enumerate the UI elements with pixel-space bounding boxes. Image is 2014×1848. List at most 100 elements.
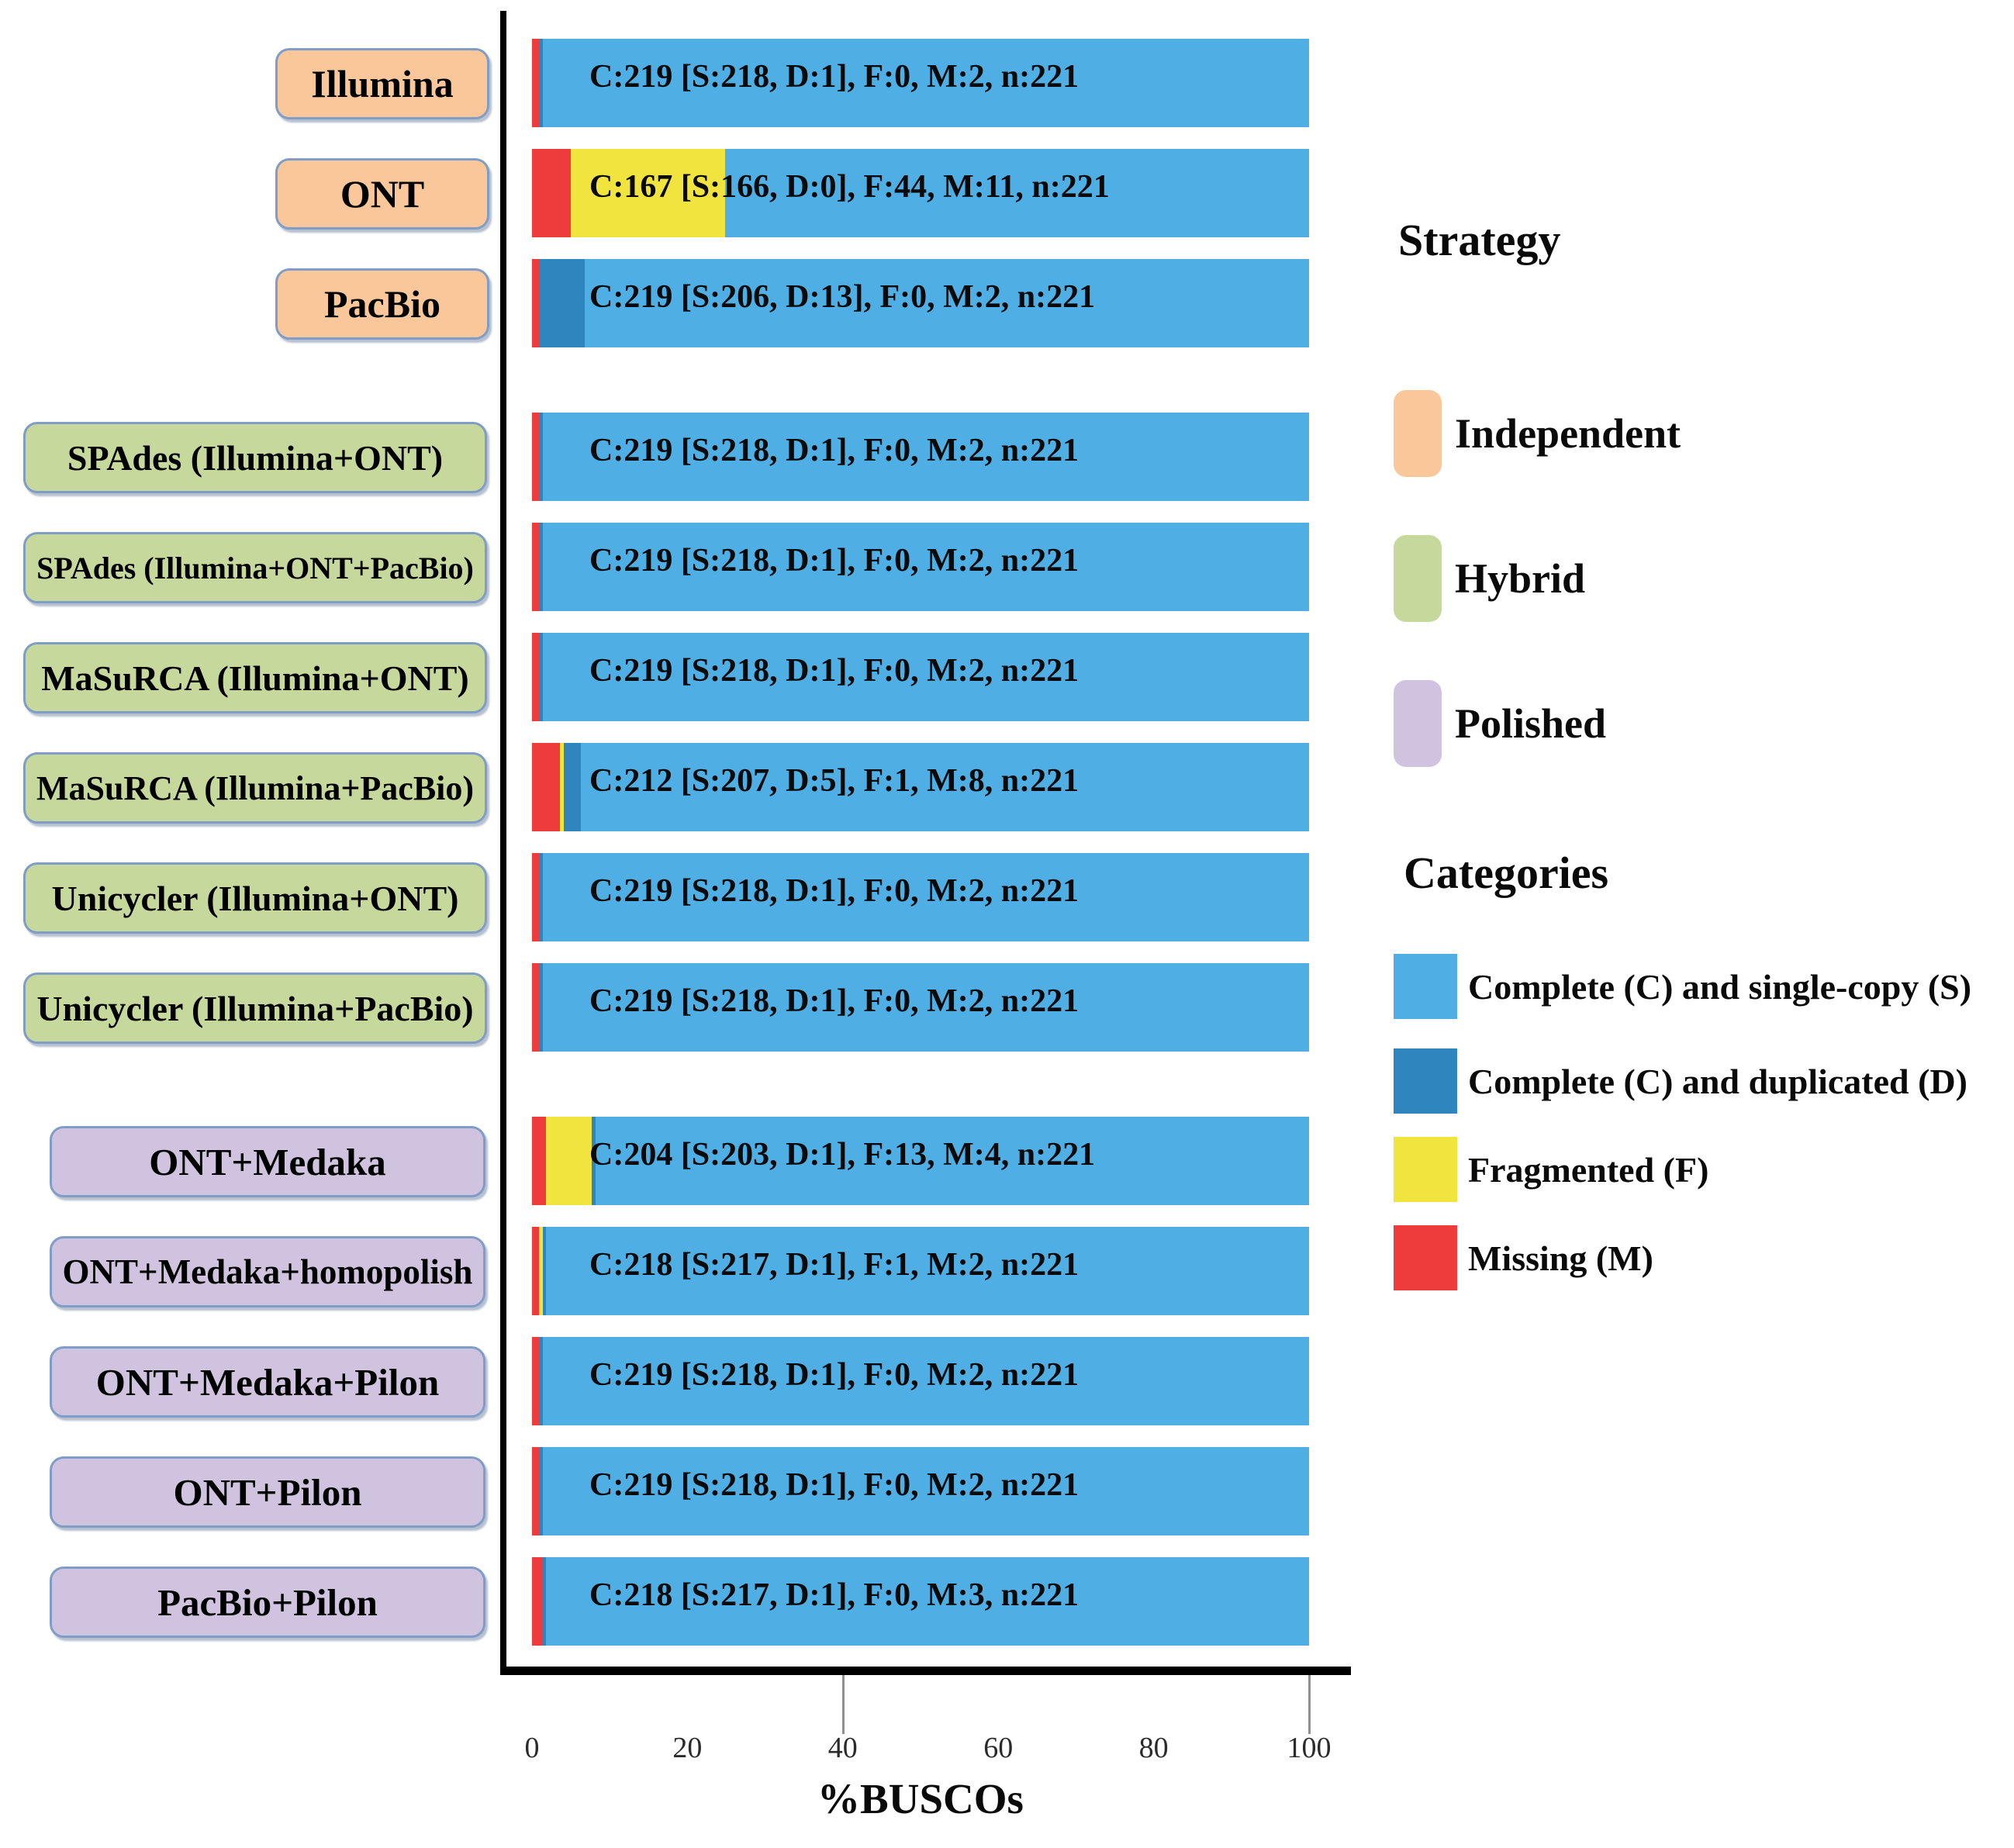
- segment-duplicated: [539, 963, 543, 1052]
- x-tick-label: 0: [524, 1732, 540, 1764]
- bar-annotation: C:219 [S:218, D:1], F:0, M:2, n:221: [589, 983, 1080, 1020]
- assembly-label-text: SPAdes (Illumina+ONT+PacBio): [36, 550, 474, 585]
- assembly-label-text: Unicycler (Illumina+PacBio): [36, 988, 474, 1028]
- bar-annotation: C:219 [S:218, D:1], F:0, M:2, n:221: [589, 433, 1080, 469]
- x-tick-label: 80: [1138, 1732, 1169, 1764]
- segment-missing: [532, 1557, 543, 1646]
- segment-fragmented: [570, 149, 726, 237]
- x-tick-mark: [1308, 1675, 1311, 1734]
- categories-legend-title: Categories: [1404, 848, 1609, 898]
- x-axis-title: %BUSCOs: [817, 1775, 1024, 1822]
- segment-missing: [532, 633, 540, 721]
- polished-swatch: [1394, 680, 1442, 767]
- segment-single_copy: [581, 743, 1309, 831]
- x-tick-label: 60: [983, 1732, 1014, 1764]
- bar-annotation: C:219 [S:218, D:1], F:0, M:2, n:221: [589, 59, 1080, 95]
- fragmented-legend-label: Fragmented (F): [1468, 1149, 1709, 1190]
- segment-missing: [532, 523, 540, 611]
- chart-row: MaSuRCA (Illumina+ONT) C:219 [S:218, D:1]…: [0, 633, 2014, 721]
- x-axis-line: [500, 1667, 1351, 1675]
- segment-single_copy: [542, 1447, 1309, 1535]
- busco-bar: C:219 [S:218, D:1], F:0, M:2, n:221: [532, 633, 1309, 721]
- single-copy-swatch: [1394, 954, 1457, 1019]
- segment-single_copy: [546, 1557, 1309, 1646]
- segment-single_copy: [585, 259, 1309, 347]
- busco-bar: C:167 [S:166, D:0], F:44, M:11, n:221: [532, 149, 1309, 237]
- segment-duplicated: [539, 259, 585, 347]
- assembly-label: MaSuRCA (Illumina+ONT): [23, 642, 487, 713]
- busco-bar: C:219 [S:218, D:1], F:0, M:2, n:221: [532, 1337, 1309, 1425]
- bar-annotation: C:219 [S:218, D:1], F:0, M:2, n:221: [589, 543, 1080, 579]
- bar-annotation: C:219 [S:218, D:1], F:0, M:2, n:221: [589, 1357, 1080, 1394]
- segment-fragmented: [539, 1227, 543, 1315]
- bar-annotation: C:167 [S:166, D:0], F:44, M:11, n:221: [589, 169, 1110, 206]
- assembly-label-text: ONT+Medaka+homopolish: [62, 1252, 473, 1291]
- segment-duplicated: [592, 1117, 596, 1205]
- segment-duplicated: [539, 39, 543, 127]
- bar-annotation: C:219 [S:218, D:1], F:0, M:2, n:221: [589, 653, 1080, 689]
- assembly-label: SPAdes (Illumina+ONT+PacBio): [23, 532, 487, 603]
- chart-row: ONT+Pilon C:219 [S:218, D:1], F:0, M:2, n…: [0, 1447, 2014, 1535]
- segment-single_copy: [542, 1337, 1309, 1425]
- busco-bar: C:219 [S:218, D:1], F:0, M:2, n:221: [532, 523, 1309, 611]
- busco-bar: C:219 [S:218, D:1], F:0, M:2, n:221: [532, 853, 1309, 941]
- independent-swatch: [1394, 390, 1442, 477]
- assembly-label-text: ONT: [340, 172, 425, 216]
- assembly-label-text: PacBio: [324, 282, 440, 326]
- assembly-label-text: PacBio+Pilon: [157, 1580, 378, 1624]
- segment-duplicated: [542, 1557, 547, 1646]
- assembly-label: Unicycler (Illumina+ONT): [23, 862, 487, 934]
- segment-missing: [532, 259, 540, 347]
- segment-duplicated: [542, 1227, 547, 1315]
- segment-missing: [532, 149, 571, 237]
- assembly-label: Unicycler (Illumina+PacBio): [23, 972, 487, 1044]
- segment-single_copy: [595, 1117, 1309, 1205]
- segment-fragmented: [546, 1117, 592, 1205]
- assembly-label-text: Unicycler (Illumina+ONT): [51, 878, 459, 918]
- segment-single_copy: [542, 523, 1309, 611]
- chart-row: SPAdes (Illumina+ONT)C:219 [S:218, D:1],…: [0, 413, 2014, 501]
- segment-missing: [532, 1447, 540, 1535]
- segment-missing: [532, 1117, 547, 1205]
- segment-missing: [532, 1337, 540, 1425]
- segment-single_copy: [542, 963, 1309, 1052]
- duplicated-swatch: [1394, 1048, 1457, 1114]
- busco-bar: C:219 [S:218, D:1], F:0, M:2, n:221: [532, 39, 1309, 127]
- bar-annotation: C:212 [S:207, D:5], F:1, M:8, n:221: [589, 763, 1080, 800]
- busco-bar: C:204 [S:203, D:1], F:13, M:4, n:221: [532, 1117, 1309, 1205]
- chart-row: ONT C:167 [S:166, D:0], F:44, M:11, n:221: [0, 149, 2014, 237]
- segment-missing: [532, 39, 540, 127]
- assembly-label: PacBio: [275, 268, 489, 340]
- chart-row: ONT+Medaka+Pilon C:219 [S:218, D:1], F:0,…: [0, 1337, 2014, 1425]
- chart-row: MaSuRCA (Illumina+PacBio) C:212 [S:207, D…: [0, 743, 2014, 831]
- strategy-legend-title: Strategy: [1398, 215, 1561, 265]
- segment-missing: [532, 853, 540, 941]
- hybrid-swatch: [1394, 535, 1442, 622]
- assembly-label: ONT+Medaka+Pilon: [50, 1346, 485, 1418]
- independent-legend-label: Independent: [1455, 410, 1681, 457]
- segment-duplicated: [539, 633, 543, 721]
- segment-duplicated: [539, 413, 543, 501]
- assembly-label-text: MaSuRCA (Illumina+PacBio): [36, 769, 475, 807]
- busco-bar: C:218 [S:217, D:1], F:0, M:3, n:221: [532, 1557, 1309, 1646]
- segment-duplicated: [539, 1447, 543, 1535]
- x-tick-mark: [841, 1675, 845, 1734]
- busco-bar: C:219 [S:218, D:1], F:0, M:2, n:221: [532, 1447, 1309, 1535]
- assembly-label: ONT+Pilon: [50, 1456, 485, 1528]
- bar-annotation: C:219 [S:206, D:13], F:0, M:2, n:221: [589, 279, 1096, 316]
- bar-annotation: C:218 [S:217, D:1], F:1, M:2, n:221: [589, 1247, 1080, 1283]
- segment-missing: [532, 413, 540, 501]
- fragmented-swatch: [1394, 1137, 1457, 1202]
- segment-missing: [532, 743, 561, 831]
- busco-bar: C:219 [S:218, D:1], F:0, M:2, n:221: [532, 413, 1309, 501]
- segment-single_copy: [542, 413, 1309, 501]
- chart-row: Unicycler (Illumina+PacBio) C:219 [S:218,…: [0, 963, 2014, 1052]
- polished-legend-label: Polished: [1455, 700, 1607, 747]
- x-tick-label: 100: [1287, 1732, 1332, 1764]
- bar-annotation: C:218 [S:217, D:1], F:0, M:3, n:221: [589, 1577, 1080, 1614]
- assembly-label: PacBio+Pilon: [50, 1566, 485, 1638]
- chart-row: PacBio+Pilon C:218 [S:217, D:1], F:0, M:3…: [0, 1557, 2014, 1646]
- bar-annotation: C:204 [S:203, D:1], F:13, M:4, n:221: [589, 1137, 1096, 1173]
